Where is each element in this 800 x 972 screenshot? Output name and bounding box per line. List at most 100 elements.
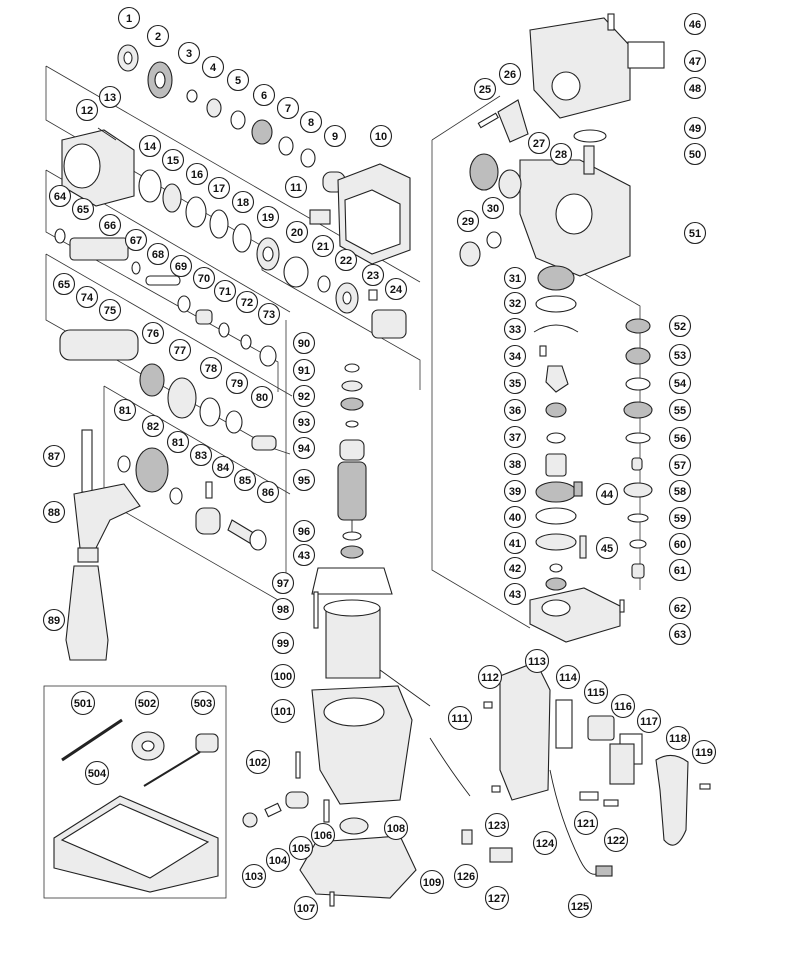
callout-bubble [484, 812, 510, 838]
callout-93: 93 [292, 410, 316, 434]
callout-number: 81 [172, 437, 184, 449]
callout-bubble [98, 213, 122, 237]
callout-number: 504 [88, 768, 107, 780]
callout-47: 47 [683, 49, 707, 73]
callout-bubble [668, 314, 692, 338]
callout-number: 53 [674, 350, 686, 362]
callout-bubble [284, 175, 308, 199]
callout-35: 35 [503, 371, 527, 395]
callout-bubble [189, 443, 213, 467]
callout-bubble [177, 41, 201, 65]
callout-bubble [503, 505, 527, 529]
callout-number: 2 [155, 31, 161, 43]
callout-96: 96 [292, 519, 316, 543]
callout-81: 81 [113, 398, 137, 422]
callout-57: 57 [668, 453, 692, 477]
callout-bubble [245, 749, 271, 775]
callout-bubble [503, 556, 527, 580]
callout-bubble [292, 543, 316, 567]
callout-bubble [447, 705, 473, 731]
callout-number: 6 [261, 90, 267, 102]
callout-104: 104 [265, 847, 291, 873]
callout-bubble [383, 815, 409, 841]
callout-number: 43 [298, 550, 310, 562]
callout-52: 52 [668, 314, 692, 338]
callout-46: 46 [683, 12, 707, 36]
callout-number: 501 [74, 698, 92, 710]
callout-107: 107 [293, 895, 319, 921]
callout-13: 13 [98, 85, 122, 109]
callout-bubble [190, 690, 216, 716]
callout-number: 111 [451, 713, 468, 725]
callout-number: 14 [144, 141, 157, 153]
callout-number: 13 [104, 92, 116, 104]
callout-number: 9 [332, 131, 338, 143]
callout-bubble [361, 263, 385, 287]
callout-number: 124 [536, 838, 555, 850]
callout-number: 34 [509, 351, 522, 363]
callout-27: 27 [527, 131, 551, 155]
callout-number: 58 [674, 486, 686, 498]
callout-number: 91 [298, 365, 310, 377]
callout-number: 41 [509, 538, 521, 550]
callout-87: 87 [42, 444, 66, 468]
callout-69: 69 [169, 254, 193, 278]
callout-number: 35 [509, 378, 521, 390]
callout-14: 14 [138, 134, 162, 158]
callout-number: 67 [130, 235, 142, 247]
callout-number: 64 [54, 191, 67, 203]
callout-12: 12 [75, 98, 99, 122]
callout-bubble [334, 248, 358, 272]
callout-bubble [256, 480, 280, 504]
callout-number: 25 [479, 84, 491, 96]
callout-bubble [573, 810, 599, 836]
callout-number: 104 [269, 855, 288, 867]
callout-15: 15 [161, 148, 185, 172]
callout-bubble [235, 290, 259, 314]
callout-75: 75 [98, 298, 122, 322]
callout-bubble [134, 690, 160, 716]
callout-7: 7 [276, 96, 300, 120]
callout-number: 23 [367, 270, 379, 282]
callout-bubble [98, 298, 122, 322]
callout-106: 106 [310, 822, 336, 848]
callout-bubble [503, 582, 527, 606]
callout-bubble [271, 631, 295, 655]
callout-82: 82 [141, 414, 165, 438]
callout-number: 62 [674, 603, 686, 615]
callout-76: 76 [141, 321, 165, 345]
callout-123: 123 [484, 812, 510, 838]
callout-bubble [473, 77, 497, 101]
callout-number: 16 [191, 169, 203, 181]
callout-49: 49 [683, 116, 707, 140]
callout-number: 117 [640, 716, 658, 728]
callout-88: 88 [42, 500, 66, 524]
callout-bubble [668, 532, 692, 556]
callout-number: 63 [674, 629, 686, 641]
callout-bubble [503, 344, 527, 368]
callout-number: 114 [559, 672, 578, 684]
callout-44: 44 [595, 482, 619, 506]
callout-number: 96 [298, 526, 310, 538]
callout-bubble [271, 597, 295, 621]
callout-bubble [141, 321, 165, 345]
callout-bubble [166, 430, 190, 454]
callout-bubble [141, 414, 165, 438]
callout-45: 45 [595, 536, 619, 560]
callout-bubble [503, 317, 527, 341]
callout-116: 116 [610, 693, 636, 719]
callout-97: 97 [271, 571, 295, 595]
callout-bubble [199, 356, 223, 380]
callout-53: 53 [668, 343, 692, 367]
callout-95: 95 [292, 468, 316, 492]
callout-bubble [311, 234, 335, 258]
callout-101: 101 [270, 698, 296, 724]
callout-bubble [293, 895, 319, 921]
callout-5: 5 [226, 68, 250, 92]
callout-78: 78 [199, 356, 223, 380]
callout-number: 46 [689, 19, 701, 31]
callout-bubble [453, 863, 479, 889]
callout-bubble [113, 398, 137, 422]
callout-26: 26 [498, 62, 522, 86]
callout-number: 19 [262, 212, 274, 224]
